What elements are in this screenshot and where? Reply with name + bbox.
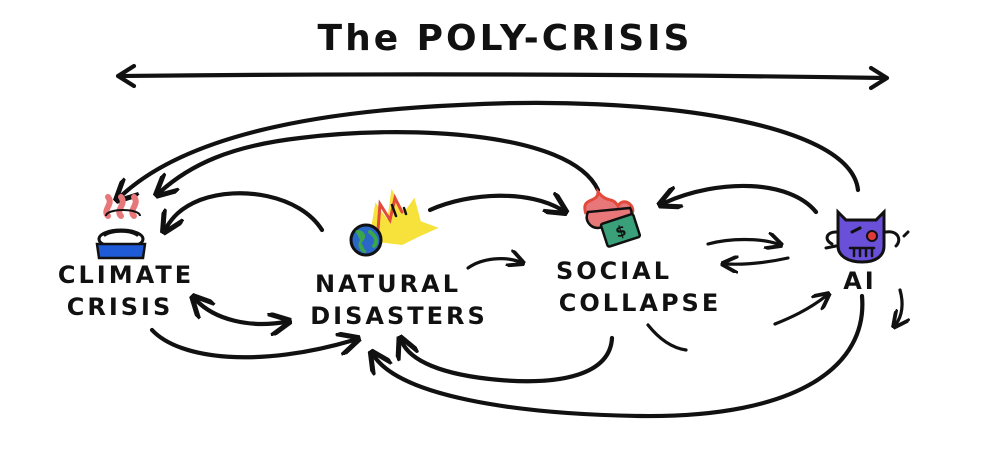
arrow-ai-to-social-small [726,258,790,264]
arrow-social-downward [646,323,688,352]
arrow-rising-to-ai [773,296,826,326]
node-label-climate-line2: CRISIS [67,293,174,321]
arrow-social-to-ai-small [706,240,778,245]
node-label-natural-line2: DISASTERS [310,302,488,330]
arrow-social-to-natural-lower [402,338,615,384]
node-label-social-line1: SOCIAL [556,257,672,285]
robot-icon [824,208,910,264]
arrow-social-to-climate [160,130,601,192]
burning-earth-icon [349,188,439,257]
arrow-natural-to-social [427,196,562,210]
arrow-ai-to-climate [120,100,861,197]
node-label-climate-line1: CLIMATE [58,261,194,289]
node-label-natural-line1: NATURAL [315,270,461,298]
span-arrow [115,63,890,91]
node-label-social-line2: COLLAPSE [559,289,721,317]
arrow-ai-to-social [664,183,819,215]
page-title: The POLY-CRISIS [318,18,693,59]
arrow-natural-to-climate [166,191,325,230]
arrow-climate-to-natural-lower [149,327,354,360]
arrow-ai-down [896,288,902,324]
boiling-pot-icon [95,194,147,260]
burning-money-icon: $ [583,187,642,248]
arrow-ai-to-natural-lower [374,293,865,419]
arrow-natural-to-social-small [466,259,520,270]
node-label-ai: AI [843,267,877,295]
connection-arrows [120,100,902,419]
arrow-climate-natural-double [196,300,285,324]
